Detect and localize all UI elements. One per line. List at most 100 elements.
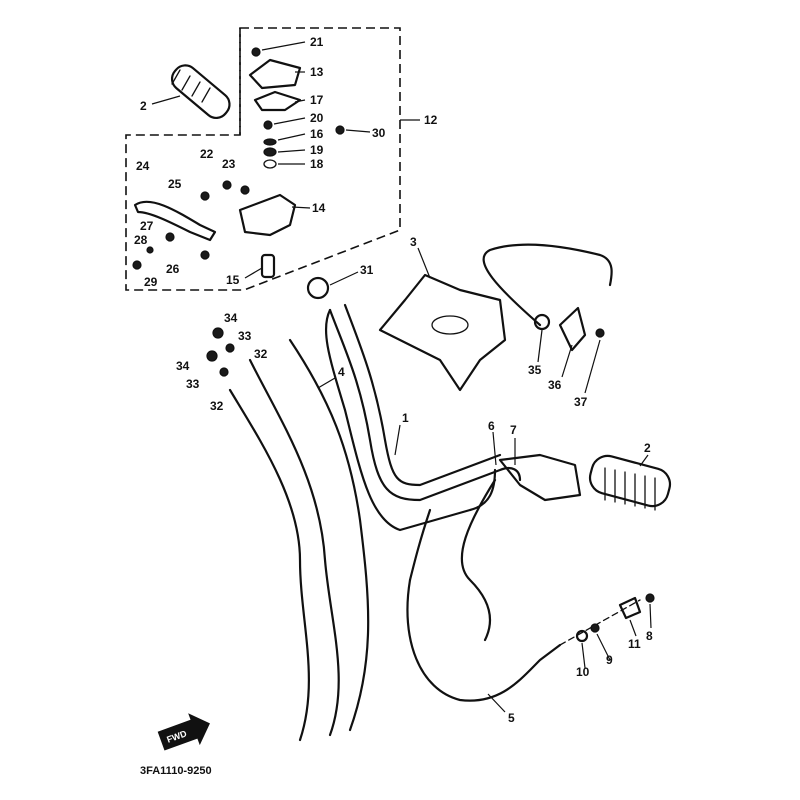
clutch-lever — [133, 200, 217, 242]
adjuster-33b — [219, 367, 229, 377]
callout-21: 21 — [310, 35, 324, 49]
callout-28: 28 — [134, 233, 148, 247]
cable-6-7 — [408, 508, 432, 582]
callout-34-upper: 34 — [224, 311, 238, 325]
leader-30 — [345, 129, 371, 133]
callout-34-lower: 34 — [176, 359, 190, 373]
leader-19 — [277, 149, 306, 153]
part-28 — [146, 246, 154, 254]
screw-29 — [132, 260, 142, 270]
leader-14 — [291, 206, 311, 209]
leader-11 — [629, 619, 637, 637]
callout-15: 15 — [226, 273, 240, 287]
leader-6 — [492, 431, 497, 466]
callout-32-lower: 32 — [210, 399, 224, 413]
nut-26 — [200, 250, 210, 260]
callout-33-upper: 33 — [238, 329, 252, 343]
leader-36 — [561, 344, 573, 378]
handlebar-cover — [378, 273, 507, 392]
part-18 — [263, 159, 277, 169]
lever-holder — [238, 193, 297, 237]
callout-26: 26 — [166, 262, 180, 276]
bolt-25 — [200, 191, 210, 201]
bracket-11 — [618, 596, 642, 620]
leader-20 — [273, 117, 306, 125]
leader-8 — [649, 603, 652, 629]
callout-33-lower: 33 — [186, 377, 200, 391]
forward-arrow-icon: FWD — [157, 713, 210, 751]
cable-5 — [406, 578, 562, 702]
adjuster-10 — [575, 629, 589, 643]
throttle-cable — [482, 243, 613, 327]
callout-10: 10 — [576, 665, 590, 679]
nut-9 — [590, 623, 600, 633]
leader-15 — [244, 267, 263, 279]
callout-6: 6 — [488, 419, 495, 433]
callout-22: 22 — [200, 147, 214, 161]
callout-9: 9 — [606, 653, 613, 667]
wing-nut-8 — [645, 593, 655, 603]
cable-32-left — [228, 388, 310, 742]
callout-18: 18 — [310, 157, 324, 171]
callout-5: 5 — [508, 711, 515, 725]
callout-29: 29 — [144, 275, 158, 289]
handlebar-inner — [343, 303, 502, 487]
clamp-31 — [306, 276, 330, 300]
leader-16 — [277, 133, 306, 141]
leader-1 — [394, 424, 401, 456]
callout-1: 1 — [402, 411, 409, 425]
callout-35: 35 — [528, 363, 542, 377]
adjuster-35 — [533, 313, 551, 331]
nut-34b — [206, 350, 218, 362]
right-grip — [588, 454, 672, 508]
callout-20: 20 — [310, 111, 324, 125]
nut-23 — [240, 185, 250, 195]
cable-32-right — [248, 358, 340, 737]
leader-9 — [596, 633, 611, 661]
callout-23: 23 — [222, 157, 236, 171]
left-grip — [170, 64, 231, 120]
bolt-37 — [595, 328, 605, 338]
leader-2a — [151, 95, 181, 105]
leader-37 — [584, 339, 601, 394]
callout-12: 12 — [424, 113, 438, 127]
bracket-36 — [558, 306, 587, 352]
callout-30: 30 — [372, 126, 386, 140]
callout-37: 37 — [574, 395, 588, 409]
diagram-code: 3FA1110-9250 — [140, 765, 212, 777]
callout-16: 16 — [310, 127, 324, 141]
cable-5-end — [559, 599, 641, 646]
callout-24: 24 — [136, 159, 150, 173]
leader-5 — [487, 693, 506, 713]
washer-16 — [263, 138, 277, 146]
callout-8: 8 — [646, 629, 653, 643]
cover-13 — [248, 58, 302, 90]
spring-19 — [263, 147, 277, 157]
leader-3 — [417, 247, 431, 279]
callout-4: 4 — [338, 365, 345, 379]
leader-4 — [317, 377, 336, 389]
handlebar-lower — [324, 308, 497, 532]
callout-14: 14 — [312, 201, 326, 215]
callout-2-right: 2 — [644, 441, 651, 455]
leader-31 — [329, 271, 359, 286]
right-grip-pattern — [604, 467, 656, 511]
adjuster-33a — [225, 343, 235, 353]
cover-hole — [431, 315, 469, 335]
left-grip-pattern — [171, 69, 211, 103]
callout-27: 27 — [140, 219, 154, 233]
callout-13: 13 — [310, 65, 324, 79]
plate-17 — [253, 90, 302, 112]
handlebar — [328, 308, 522, 502]
callout-3: 3 — [410, 235, 417, 249]
callout-19: 19 — [310, 143, 324, 157]
screw-21 — [251, 47, 261, 57]
throttle-housing — [498, 453, 582, 502]
leader-10 — [581, 642, 586, 669]
callout-25: 25 — [168, 177, 182, 191]
bracket-15 — [260, 253, 276, 279]
leader-2b — [639, 454, 649, 467]
callout-2-left: 2 — [140, 99, 147, 113]
leader-21 — [261, 41, 306, 51]
